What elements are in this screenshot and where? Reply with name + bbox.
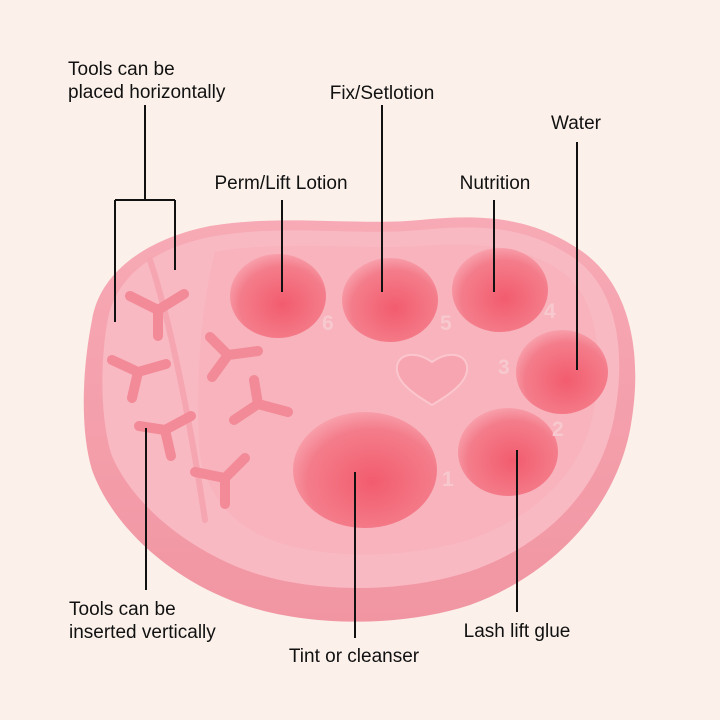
well-3 bbox=[516, 330, 608, 414]
label-tools-vertical: Tools can be inserted vertically bbox=[69, 599, 216, 643]
tool-slot bbox=[107, 355, 171, 403]
well-number-6: 6 bbox=[322, 312, 334, 335]
leader-lines bbox=[114, 105, 578, 638]
well-1 bbox=[293, 412, 437, 528]
tool-slot bbox=[205, 332, 263, 382]
tool-slots bbox=[107, 289, 293, 509]
leader-tools-horizontal bbox=[114, 105, 176, 322]
well-number-1: 1 bbox=[442, 468, 454, 491]
well-number-2: 2 bbox=[552, 418, 564, 441]
well-2 bbox=[458, 408, 558, 496]
wells bbox=[230, 248, 608, 528]
well-number-3: 3 bbox=[498, 356, 510, 379]
tool-slot bbox=[190, 453, 250, 509]
label-lash-glue: Lash lift glue bbox=[463, 621, 571, 642]
tool-groove bbox=[147, 257, 208, 523]
tool-slot bbox=[134, 411, 196, 461]
well-5 bbox=[342, 258, 438, 342]
label-tint-cleanser: Tint or cleanser bbox=[288, 646, 420, 667]
label-tools-horizontal: Tools can be placed horizontally bbox=[68, 59, 226, 103]
heart-emboss bbox=[395, 353, 469, 407]
label-water: Water bbox=[551, 113, 601, 134]
well-6 bbox=[230, 254, 326, 338]
tool-slot bbox=[125, 289, 189, 341]
tool-slot bbox=[229, 375, 293, 425]
well-number-4: 4 bbox=[544, 300, 556, 323]
label-nutrition: Nutrition bbox=[459, 173, 531, 194]
well-number-5: 5 bbox=[440, 312, 452, 335]
well-4 bbox=[452, 248, 548, 332]
label-perm-lift: Perm/Lift Lotion bbox=[214, 173, 348, 194]
label-fix-setlotion: Fix/Setlotion bbox=[329, 83, 435, 104]
